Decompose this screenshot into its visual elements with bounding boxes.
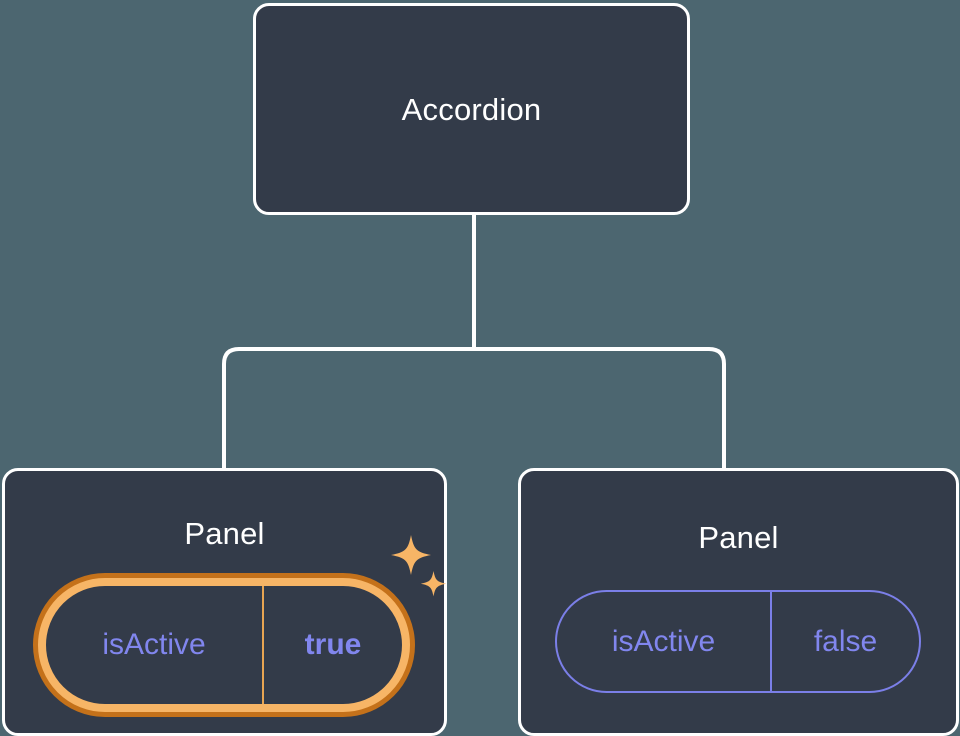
node-accordion[interactable]: Accordion (253, 3, 690, 215)
prop-pill-value: false (770, 592, 919, 691)
connector-branch-right (474, 347, 726, 468)
prop-pill-key: isActive (102, 628, 206, 661)
prop-pill-glow: isActive true (33, 573, 415, 717)
prop-pill-isactive-true[interactable]: isActive true (38, 578, 410, 712)
prop-pill-slot-active: isActive true (33, 573, 415, 717)
prop-pill-slot-inactive: isActive false (555, 590, 921, 693)
node-panel-active[interactable]: Panel isActive true (2, 468, 447, 736)
prop-pill-isactive-false[interactable]: isActive false (555, 590, 921, 693)
node-panel-inactive[interactable]: Panel isActive false (518, 468, 959, 736)
node-panel-inactive-title: Panel (698, 520, 779, 555)
prop-pill-key: isActive (611, 624, 716, 658)
node-panel-active-title: Panel (184, 516, 265, 551)
node-accordion-title: Accordion (401, 91, 542, 127)
panel-title-wrap-left: Panel (184, 518, 264, 549)
prop-pill-value: true (262, 586, 402, 704)
connector-branch-left (222, 347, 474, 468)
panel-title-wrap-right: Panel (698, 522, 778, 553)
